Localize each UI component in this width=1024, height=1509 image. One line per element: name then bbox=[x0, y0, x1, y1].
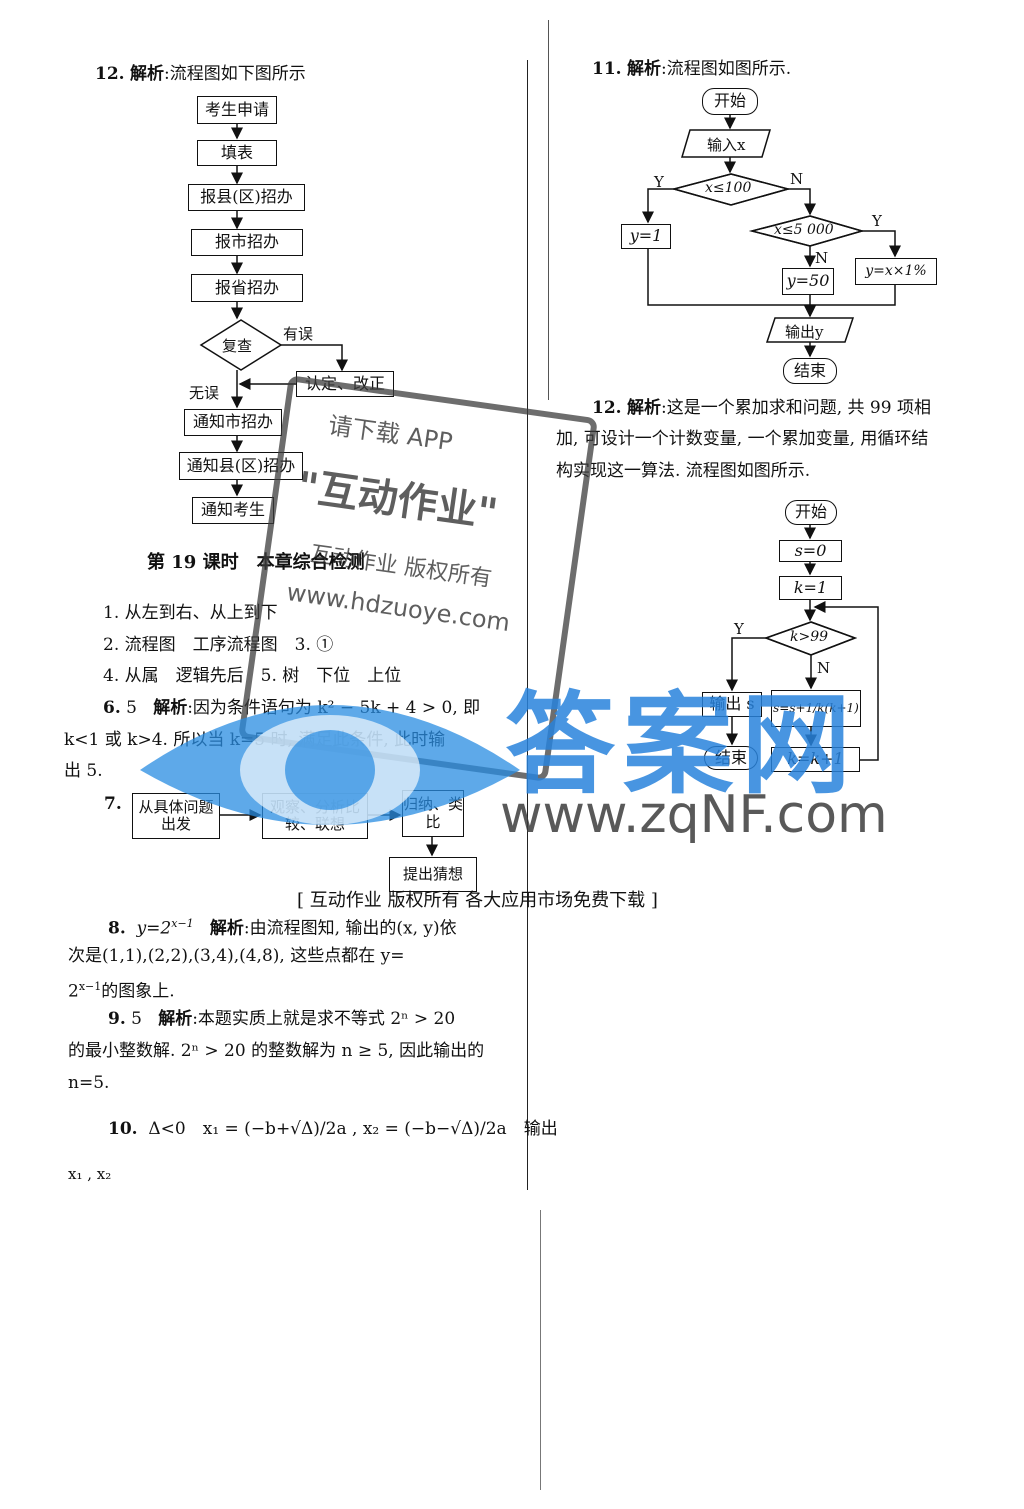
watermark-site-url: www.zqNF.com bbox=[500, 785, 888, 845]
flow12-box-notify-county: 通知县(区)招办 bbox=[179, 452, 303, 480]
flow11-out-y1: y=1 bbox=[621, 224, 671, 249]
flow11-yes1: Y bbox=[654, 173, 664, 191]
column-divider-bottom bbox=[540, 1210, 541, 1490]
flow11-end: 结束 bbox=[783, 358, 837, 384]
left-q12-heading: 12. 解析:流程图如下图所示 bbox=[95, 64, 306, 84]
section-title: 第 19 课时 本章综合检测 bbox=[147, 552, 365, 573]
flow11-cond2-label: x≤5 000 bbox=[774, 222, 834, 238]
flow12r-inc: k=k+1 bbox=[771, 747, 860, 772]
flow12r-end: 结束 bbox=[704, 746, 758, 770]
answer-8-line1: 8. y=2x−1 解析:由流程图知, 输出的(x, y)依 bbox=[108, 917, 457, 939]
answer-6-line3: 出 5. bbox=[64, 761, 103, 781]
flow11-no1: N bbox=[790, 170, 804, 188]
flow12r-yes: Y bbox=[734, 620, 744, 638]
flow12-ok-label: 无误 bbox=[189, 384, 220, 402]
flow12-box-notify-city: 通知市招办 bbox=[184, 409, 282, 436]
column-divider-top bbox=[527, 60, 528, 1190]
flow12-box-city: 报市招办 bbox=[191, 229, 303, 256]
banner-text: [ 互动作业 版权所有 各大应用市场免费下载 ] bbox=[297, 890, 658, 911]
flow12-box-county: 报县(区)招办 bbox=[188, 184, 305, 211]
answer-4-5: 4. 从属 逻辑先后 5. 树 下位 上位 bbox=[103, 666, 402, 686]
flow7-box-induce: 归纳、类比 bbox=[402, 790, 464, 837]
flow11-no2: N bbox=[815, 249, 829, 267]
answer-8-line2: 次是(1,1),(2,2),(3,4),(4,8), 这些点都在 y= bbox=[68, 946, 405, 966]
answer-9-line1: 9. 5 解析:本题实质上就是求不等式 2ⁿ > 20 bbox=[108, 1009, 456, 1029]
flow12-box-province: 报省招办 bbox=[191, 274, 303, 302]
answer-10-line1: 10. Δ<0 x₁ = (−b+√Δ)/2a , x₂ = (−b−√Δ)/2… bbox=[108, 1119, 558, 1139]
answer-7-num: 7. bbox=[104, 794, 122, 814]
answer-10-line2: x₁ , x₂ bbox=[68, 1165, 112, 1183]
flow12-box-fill-form: 填表 bbox=[197, 140, 277, 166]
flow12r-sum: s=s+1/k(k+1) bbox=[771, 690, 861, 727]
answer-1: 1. 从左到右、从上到下 bbox=[103, 603, 278, 623]
right-q11-heading: 11. 解析:流程图如图所示. bbox=[592, 59, 792, 79]
flow12-box-apply: 考生申请 bbox=[197, 96, 277, 124]
right-q12-line1: 12. 解析:这是一个累加求和问题, 共 99 项相 bbox=[592, 398, 931, 418]
flow12-review-label: 复查 bbox=[222, 337, 253, 355]
stamp-line1: 请下载 APP bbox=[326, 411, 455, 457]
flow12-box-fix: 认定、改正 bbox=[296, 371, 394, 397]
flow11-cond1-label: x≤100 bbox=[705, 180, 752, 196]
flow11-output-label: 输出y bbox=[785, 323, 824, 341]
flow11-yes2: Y bbox=[872, 212, 882, 230]
flow11-input-label: 输入x bbox=[707, 136, 746, 154]
flow12-box-notify-student: 通知考生 bbox=[192, 497, 274, 524]
flow12r-start: 开始 bbox=[785, 500, 837, 525]
flow11-start: 开始 bbox=[702, 88, 758, 115]
watermark-site-big: 答案网 bbox=[505, 681, 859, 809]
answer-8-line3: 2x−1的图象上. bbox=[68, 980, 175, 1002]
stamp-line2: "互动作业" bbox=[294, 463, 501, 538]
flow12r-s0: s=0 bbox=[779, 540, 842, 562]
flow11-out-y50: y=50 bbox=[782, 268, 834, 295]
column-divider-right bbox=[548, 20, 549, 400]
flow12r-no: N bbox=[817, 659, 831, 677]
flow11-out-percent: y=x×1% bbox=[855, 258, 937, 285]
right-q12-line3: 构实现这一算法. 流程图如图所示. bbox=[556, 461, 811, 481]
answer-2-3: 2. 流程图 工序流程图 3. ① bbox=[103, 635, 334, 655]
flow7-box-concrete: 从具体问题出发 bbox=[132, 793, 220, 839]
answer-9-line2: 的最小整数解. 2ⁿ > 20 的整数解为 n ≥ 5, 因此输出的 bbox=[68, 1041, 485, 1061]
flow12r-k1: k=1 bbox=[779, 576, 842, 600]
flow12r-output-s: 输出 s bbox=[702, 692, 762, 717]
flow7-box-conjecture: 提出猜想 bbox=[389, 857, 477, 892]
flow7-box-observe: 观察、分析比较、联想 bbox=[262, 793, 368, 839]
flow12-error-label: 有误 bbox=[283, 325, 314, 343]
right-q12-line2: 加, 可设计一个计数变量, 一个累加变量, 用循环结 bbox=[556, 429, 929, 449]
answer-9-line3: n=5. bbox=[68, 1073, 110, 1093]
flow12r-cond-label: k>99 bbox=[790, 629, 829, 645]
